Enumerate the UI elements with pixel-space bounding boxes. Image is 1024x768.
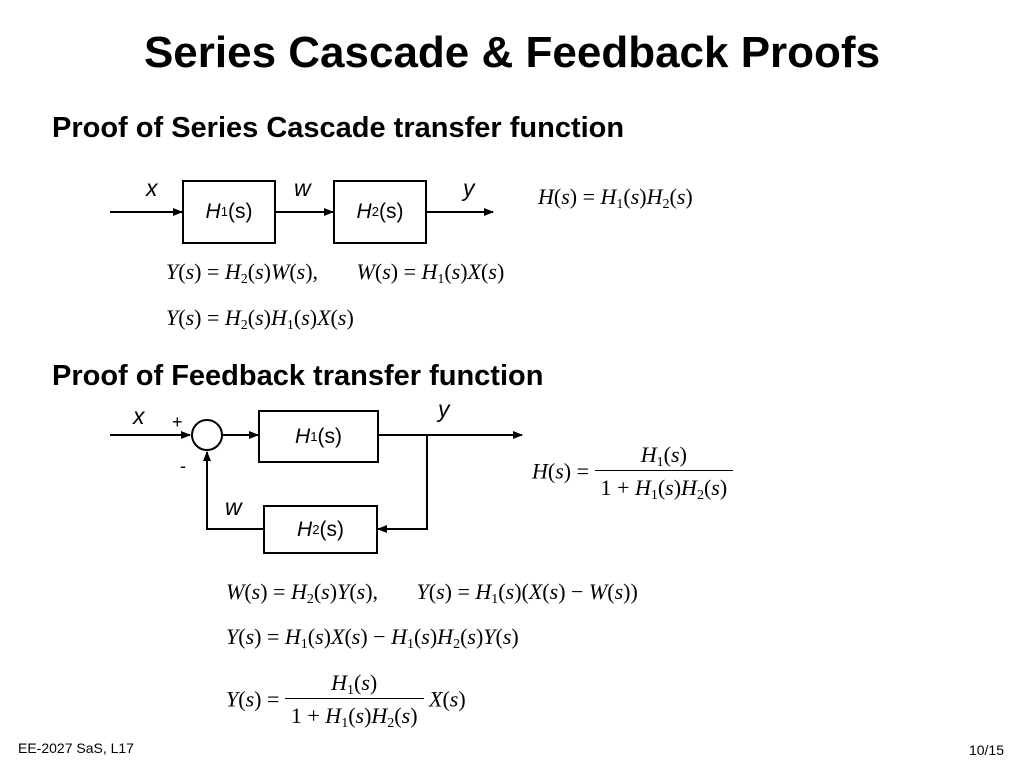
feedback-result-equation: H(s) = H1(s) 1 + H1(s)H2(s) xyxy=(532,442,734,503)
series-label-x: x xyxy=(146,175,158,201)
feedback-equation-line2: Y(s) = H1(s)X(s) − H1(s)H2(s)Y(s) xyxy=(226,624,519,652)
fb-block-h1-letter: H xyxy=(295,424,311,448)
feedback-heading: Proof of Feedback transfer function xyxy=(52,360,544,392)
page-number: 10/15 xyxy=(968,742,1004,758)
feedback-path-up xyxy=(203,451,263,530)
series-heading: Proof of Series Cascade transfer functio… xyxy=(52,112,625,144)
feedback-path-down xyxy=(377,435,428,533)
footer-course-label: EE-2027 SaS, L17 xyxy=(18,740,134,756)
series-equation-line2: Y(s) = H2(s)H1(s)X(s) xyxy=(166,305,354,333)
slide-title: Series Cascade & Feedback Proofs xyxy=(143,28,881,77)
feedback-equation-line1: W(s) = H2(s)Y(s), Y(s) = H1(s)(X(s) − W(… xyxy=(226,579,638,607)
series-result-equation: H(s) = H1(s)H2(s) xyxy=(538,184,693,212)
summing-minus-sign: - xyxy=(180,456,186,476)
series-label-y: y xyxy=(463,175,475,201)
fb-block-h2-letter: H xyxy=(297,517,313,541)
feedback-label-x: x xyxy=(133,403,145,429)
feedback-label-w: w xyxy=(225,494,242,520)
feedback-label-y: y xyxy=(438,396,450,422)
block-h1-arg: (s) xyxy=(227,200,253,223)
block-h2-letter: H xyxy=(356,200,372,223)
block-h2-arg: (s) xyxy=(378,200,404,223)
summing-plus-sign: + xyxy=(172,412,183,432)
series-equation-line1: Y(s) = H2(s)W(s), W(s) = H1(s)X(s) xyxy=(166,259,505,287)
block-h1-letter: H xyxy=(205,200,221,223)
feedback-equation-line3: Y(s) = H1(s) 1 + H1(s)H2(s) X(s) xyxy=(226,670,466,731)
fb-block-h2-arg: (s) xyxy=(319,517,344,541)
fb-block-h1-arg: (s) xyxy=(317,424,342,448)
series-label-w: w xyxy=(294,175,311,201)
summing-junction xyxy=(191,419,223,451)
